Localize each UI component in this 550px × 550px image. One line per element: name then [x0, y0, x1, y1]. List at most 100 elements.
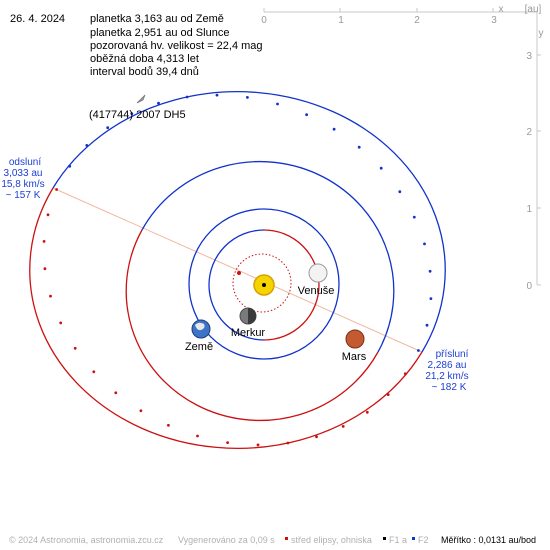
orbit-position-dot [286, 441, 290, 445]
focus-marker [262, 283, 266, 287]
orbit-position-dot [425, 323, 429, 327]
object-name: (417744) 2007 DH5 [89, 109, 186, 121]
orbit-position-dot [196, 434, 199, 438]
x-tick-label: 2 [414, 15, 420, 26]
aphelion-title: odsluní [9, 157, 41, 168]
asteroid-position-dots [42, 93, 433, 447]
orbit-position-dot [429, 297, 433, 300]
earth-orbit-left-half [188, 208, 265, 360]
earth-clouds [195, 322, 205, 331]
orbit-position-dot [357, 145, 361, 149]
f2-legend-swatch [412, 537, 415, 540]
orbit-position-dot [315, 435, 318, 439]
x-axis-label: x [499, 4, 504, 15]
orbit-position-dot [49, 294, 52, 298]
orbit-position-dot [55, 188, 58, 191]
y-tick-label: 1 [526, 204, 532, 215]
center-legend-label: střed elipsy, ohniska [291, 535, 372, 545]
apsis-line [52, 187, 423, 353]
unit-label: [au] [525, 4, 542, 15]
orbit-position-dot [379, 166, 383, 170]
venus-planet [308, 263, 328, 283]
orbit-position-dot [139, 409, 143, 413]
orbit-position-dot [246, 96, 249, 99]
center-legend-swatch [285, 537, 288, 540]
f1-legend-label: F1 [389, 535, 400, 545]
y-axis-label: y [539, 28, 544, 39]
info-line: planetka 2,951 au od Slunce [90, 27, 229, 39]
orbit-position-dot [428, 269, 432, 273]
x-tick-label: 3 [491, 15, 497, 26]
orbit-position-dot [130, 112, 134, 115]
perihelion-distance: 2,286 au [428, 360, 467, 371]
venus-label: Venuše [298, 285, 335, 297]
venus-orbit-right-half [263, 229, 320, 341]
orbit-position-dot [92, 370, 96, 374]
orbit-position-dot [46, 213, 50, 217]
info-line: interval bodů 39,4 dnů [90, 66, 199, 78]
info-line: oběžná doba 4,313 let [90, 53, 199, 65]
orbit-position-dot [412, 215, 416, 219]
orbit-position-dot [59, 321, 63, 325]
y-tick-label: 2 [526, 127, 532, 138]
orbit-position-dot [417, 349, 420, 352]
mercury-orbit [232, 253, 292, 313]
info-line: planetka 3,163 au od Země [90, 13, 224, 25]
orbit-position-dot [114, 391, 118, 395]
earth-label: Země [185, 341, 213, 353]
orbit-position-dot [215, 93, 219, 97]
asteroid-orbit-far-half [52, 90, 446, 353]
mars-label: Mars [342, 351, 367, 363]
orbit-position-dot [365, 410, 369, 414]
orbit-position-dot [185, 95, 189, 99]
y-tick-label: 3 [526, 51, 532, 62]
perihelion-speed: 21,2 km/s [425, 371, 468, 382]
orbit-position-dot [85, 144, 89, 147]
orbit-position-dot [73, 346, 77, 350]
orbit-position-dot [256, 443, 260, 447]
orbit-position-dot [226, 441, 230, 444]
date-label: 26. 4. 2024 [10, 13, 65, 25]
venus-orbit-left-half [208, 229, 265, 341]
orbit-position-dot [403, 372, 407, 376]
aphelion-temperature: ~ 157 K [6, 190, 41, 201]
orbit-position-dot [106, 126, 110, 130]
orbit-position-dot [398, 190, 402, 194]
mercury-label: Merkur [231, 327, 266, 339]
semi-axis-legend-label: a [402, 535, 407, 545]
aphelion-distance: 3,033 au [4, 168, 43, 179]
mars-planet [345, 329, 365, 349]
mars-orbit-near-half [125, 229, 379, 422]
orbit-position-dot [68, 164, 72, 168]
asteroid-orbit-near-half [29, 187, 423, 450]
orbit-position-dot [305, 113, 308, 117]
orbit-position-dot [276, 102, 279, 106]
orbit-position-dot [42, 240, 46, 243]
orbit-position-dot [423, 242, 426, 246]
orbit-position-dot [332, 127, 336, 131]
asteroid-marker [136, 94, 146, 104]
mars-orbit-far-half [141, 160, 395, 353]
earth-orbit-right-half [263, 208, 340, 360]
x-tick-label: 1 [338, 15, 344, 26]
mercury-shadow [248, 308, 256, 324]
orbit-position-dot [43, 267, 47, 271]
aphelion-speed: 15,8 km/s [1, 179, 44, 190]
y-tick-label: 0 [526, 281, 532, 292]
axis-ticks [263, 8, 541, 286]
f2-legend-label: F2 [418, 535, 429, 545]
generated-time: Vygenerováno za 0,09 s [178, 535, 275, 545]
orbit-position-dot [386, 393, 390, 396]
f1-legend-swatch [383, 537, 386, 540]
x-tick-label: 0 [261, 15, 267, 26]
copyright: © 2024 Astronomia, astronomia.zcu.cz [9, 535, 164, 545]
orbit-position-dot [167, 423, 170, 427]
info-line: pozorovaná hv. velikost = 22,4 mag [90, 40, 263, 52]
orbit-position-dot [157, 101, 160, 105]
perihelion-title: přísluní [436, 349, 469, 360]
scale-label: Měřítko : 0,0131 au/bod [441, 535, 536, 545]
orbit-position-dot [341, 425, 345, 428]
perihelion-temperature: ~ 182 K [432, 382, 467, 393]
